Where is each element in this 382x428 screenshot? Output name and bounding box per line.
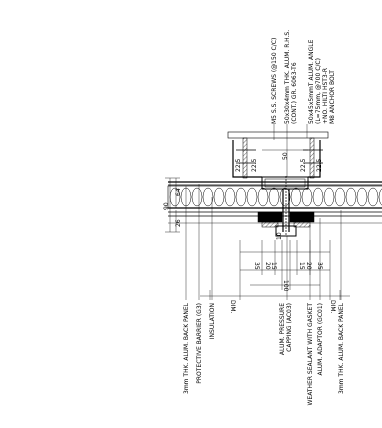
dim-35-right: 35 — [316, 262, 323, 270]
dim-right-label: DIM. — [329, 300, 336, 314]
slab-edge — [227, 131, 329, 139]
label-angle-2: (L=75mm, @700 C/C) — [315, 58, 322, 124]
dim-35-left: 35 — [253, 262, 260, 270]
insulation-loop — [378, 188, 382, 206]
top-labels: M5 S.S. SCREWS (@150 C/C) 50x30x4mm THK.… — [271, 30, 336, 124]
insulation-loop — [356, 187, 368, 207]
label-capping-1: ALUM. PRESSURE — [279, 303, 286, 355]
dim-64: 64 — [175, 188, 182, 196]
dim-22-5-left: 22.5 — [235, 158, 242, 172]
left-anchor-bolt — [242, 137, 248, 179]
dim-22-5-right: 22.5 — [300, 158, 307, 172]
label-adaptor: ALUM. ADAPTOR (GC01) — [317, 303, 324, 376]
insulation-loop — [290, 187, 302, 207]
dimension-lines — [165, 149, 350, 300]
right-adaptor — [289, 211, 315, 223]
label-barrier: PROTECTIVE BARRIER (G3) — [196, 303, 203, 384]
joint-assembly — [227, 131, 329, 237]
label-angle-4: M8 ANCHOR BOLT — [329, 70, 336, 124]
bottom-labels: 3mm THK. ALUM. BACK PANEL PROTECTIVE BAR… — [183, 302, 345, 405]
label-back-panel-right: 3mm THK. ALUM. BACK PANEL — [338, 302, 345, 394]
insulation-loop — [312, 187, 324, 207]
label-back-panel-left: 3mm THK. ALUM. BACK PANEL — [183, 302, 190, 394]
dim-15-right: 15 — [298, 262, 305, 270]
insulation-loop — [345, 187, 357, 207]
label-insulation: INSULATION — [209, 303, 216, 339]
label-angle-3: +NO. HILTI HST3-R — [322, 68, 329, 124]
insulation-loop — [213, 187, 225, 207]
dim-10: 10 — [276, 232, 283, 240]
dim-15-left: 15 — [270, 262, 277, 270]
dim-26: 26 — [175, 219, 182, 227]
dimension-text: 90 64 26 50 22.5 22.5 22.5 22.5 10 35 20… — [163, 152, 336, 313]
insulation-loop — [301, 187, 313, 207]
insulation-loop — [257, 187, 269, 207]
insulation-loop — [191, 187, 203, 207]
insulation-loop — [279, 187, 291, 207]
label-capping-2: CAPPING (AC03) — [286, 303, 293, 352]
insulation-loop — [323, 187, 335, 207]
rhs-section — [261, 176, 309, 190]
right-anchor-bolt — [309, 137, 315, 179]
left-angle — [232, 140, 262, 178]
label-angle-1: 50x45x5mmT ALUM. ANGLE — [308, 39, 315, 124]
label-rhs-1: 50x30x4mm THK. ALUM. R.H.S. — [284, 30, 291, 124]
insulation-pattern — [169, 187, 382, 207]
dim-left-label: DIM. — [229, 300, 236, 314]
insulation-loop — [235, 187, 247, 207]
dim-50: 50 — [282, 152, 289, 160]
dim-22-5-left-b: 22.5 — [251, 158, 258, 172]
insulation-loop — [334, 187, 346, 207]
dim-20-right: 20 — [305, 262, 312, 270]
label-rhs-2: (CONT.) GR. 6063-T6 — [291, 62, 298, 124]
dim-90: 90 — [163, 202, 170, 210]
label-screws: M5 S.S. SCREWS (@150 C/C) — [271, 38, 278, 124]
dim-22-5-right-b: 22.5 — [316, 158, 323, 172]
dim-100: 100 — [282, 280, 289, 292]
insulation-loop — [367, 187, 379, 207]
insulation-loop — [246, 187, 258, 207]
insulation-loop — [224, 187, 236, 207]
left-adaptor — [257, 211, 283, 223]
leader-lines — [185, 124, 342, 300]
insulation-loop — [268, 187, 280, 207]
label-sealant: WEATHER SEALANT WITH GASKET — [307, 303, 314, 406]
dim-20-left: 20 — [264, 262, 271, 270]
insulation-loop — [202, 187, 214, 207]
